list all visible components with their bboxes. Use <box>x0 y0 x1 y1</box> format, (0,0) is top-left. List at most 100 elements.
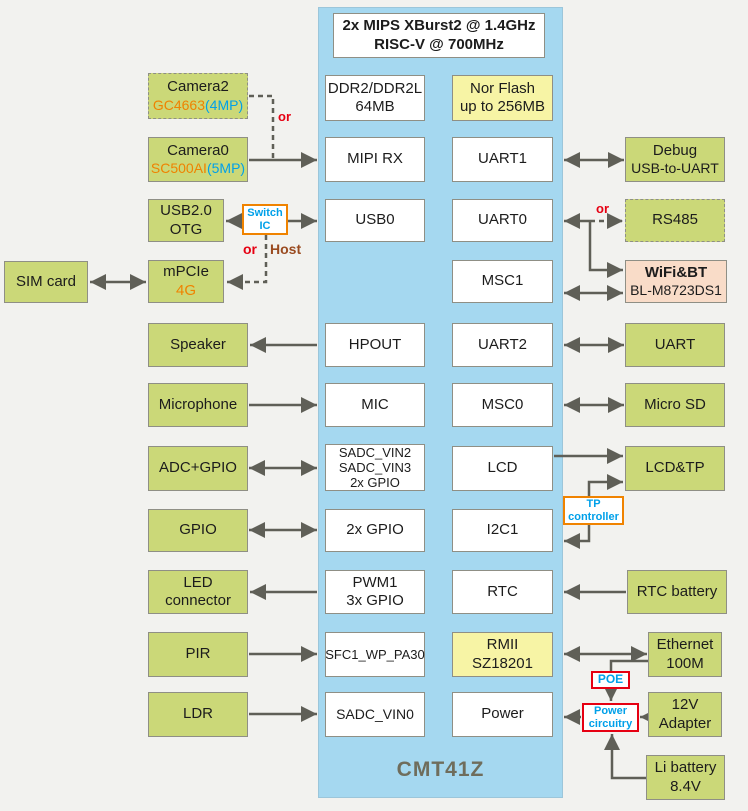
gpio-label: GPIO <box>179 521 217 539</box>
i2c1-label: I2C1 <box>486 521 519 539</box>
poe-text: POE <box>597 672 624 687</box>
box-usb0: USB0 <box>325 199 425 242</box>
li-battery-line2: 8.4V <box>670 777 701 795</box>
camera2-chip: GC4663 <box>152 96 206 113</box>
adapter-line2: Adapter <box>658 714 712 732</box>
box-mpcie: mPCIe 4G <box>148 260 224 303</box>
power-circuitry-line2: circuitry <box>588 717 633 730</box>
label-tp-controller: TP controller <box>563 496 624 525</box>
lcd-tp-label: LCD&TP <box>645 459 705 477</box>
box-ldr: LDR <box>148 692 248 737</box>
power-label: Power <box>481 705 524 723</box>
label-poe: POE <box>591 671 630 689</box>
debug-line2: USB-to-UART <box>631 160 719 177</box>
box-usb-otg: USB2.0 OTG <box>148 199 224 242</box>
switch-ic-line1: Switch <box>247 207 283 220</box>
box-camera2: Camera2 GC4663(4MP) <box>148 73 248 119</box>
box-power: Power <box>452 692 553 737</box>
box-msc1: MSC1 <box>452 260 553 303</box>
tp-line1: TP <box>586 498 601 511</box>
debug-line1: Debug <box>652 141 698 159</box>
power-circuitry-line1: Power <box>593 705 627 718</box>
ethernet-line1: Ethernet <box>656 636 714 654</box>
box-sadc-vin23: SADC_VIN2 SADC_VIN3 2x GPIO <box>325 444 425 491</box>
box-speaker: Speaker <box>148 323 248 367</box>
sadc-line3: 2x GPIO <box>350 475 400 491</box>
microphone-label: Microphone <box>158 395 238 413</box>
box-cpu: 2x MIPS XBurst2 @ 1.4GHz RISC-V @ 700MHz <box>333 13 545 58</box>
box-camera0: Camera0 SC500AI(5MP) <box>148 137 248 182</box>
box-led-connector: LED connector <box>148 570 248 614</box>
ethernet-line2: 100M <box>666 654 704 672</box>
speaker-label: Speaker <box>170 335 226 353</box>
switch-ic-line2: IC <box>259 219 271 232</box>
msc0-label: MSC0 <box>481 395 524 413</box>
cpu-line1: 2x MIPS XBurst2 @ 1.4GHz <box>342 17 536 35</box>
box-lcd-tp: LCD&TP <box>625 446 725 491</box>
camera2-name: Camera2 <box>167 78 229 96</box>
nor-line2: up to 256MB <box>459 98 546 115</box>
usb-otg-line1: USB2.0 <box>160 202 212 220</box>
box-adc-gpio: ADC+GPIO <box>148 446 248 491</box>
tp-line2: controller <box>568 510 619 523</box>
box-mipi-rx: MIPI RX <box>325 137 425 182</box>
box-uart1: UART1 <box>452 137 553 182</box>
box-rtc-battery: RTC battery <box>627 570 727 614</box>
rtc-battery-label: RTC battery <box>636 582 718 600</box>
mpcie-line1: mPCIe <box>163 263 209 281</box>
box-hpout: HPOUT <box>325 323 425 367</box>
box-ethernet: Ethernet 100M <box>648 632 722 677</box>
box-pwm1: PWM1 3x GPIO <box>325 570 425 614</box>
gpio2x-label: 2x GPIO <box>346 521 404 539</box>
msc1-label: MSC1 <box>481 272 524 290</box>
box-sadc-vin0: SADC_VIN0 <box>325 692 425 737</box>
box-uart-ext: UART <box>625 323 725 367</box>
usb-otg-line2: OTG <box>169 220 203 238</box>
module-name: CMT41Z <box>396 758 485 781</box>
box-ddr: DDR2/DDR2L 64MB <box>325 75 425 121</box>
box-li-battery: Li battery 8.4V <box>646 755 725 800</box>
box-rmii: RMII SZ18201 <box>452 632 553 677</box>
adc-gpio-label: ADC+GPIO <box>159 459 237 477</box>
led-line2: connector <box>165 592 231 609</box>
pwm-line2: 3x GPIO <box>346 592 404 609</box>
box-microphone: Microphone <box>148 383 248 427</box>
camera0-mp: (5MP) <box>206 160 246 177</box>
box-sim-card: SIM card <box>4 261 88 303</box>
box-gpio: GPIO <box>148 509 248 552</box>
camera0-name: Camera0 <box>167 141 229 159</box>
nor-line1: Nor Flash <box>469 79 536 97</box>
micro-sd-label: Micro SD <box>644 395 706 413</box>
pir-label: PIR <box>185 645 211 663</box>
box-lcd: LCD <box>452 446 553 491</box>
wifi-line1: WiFi&BT <box>644 263 708 281</box>
ldr-label: LDR <box>182 705 213 723</box>
sadc-line2: SADC_VIN3 <box>338 459 412 475</box>
box-msc0: MSC0 <box>452 383 553 427</box>
mpcie-line2: 4G <box>175 281 196 299</box>
hpout-label: HPOUT <box>348 335 402 353</box>
or-camera-text: or <box>278 109 291 124</box>
lcd-label: LCD <box>487 459 518 477</box>
sim-card-label: SIM card <box>15 272 76 290</box>
camera2-detail: GC4663(4MP) <box>153 97 243 114</box>
or-usb-text: or <box>243 241 257 257</box>
rmii-line1: RMII <box>486 636 519 654</box>
sfc1-label: SFC1_WP_PA30 <box>325 646 425 662</box>
box-uart0: UART0 <box>452 199 553 242</box>
box-nor-flash: Nor Flash up to 256MB <box>452 75 553 121</box>
box-2x-gpio: 2x GPIO <box>325 509 425 552</box>
ddr-line2: 64MB <box>355 98 395 115</box>
box-micro-sd: Micro SD <box>625 383 725 427</box>
box-sfc1: SFC1_WP_PA30 <box>325 632 425 677</box>
mipi-rx-label: MIPI RX <box>347 150 403 168</box>
box-12v-adapter: 12V Adapter <box>648 692 722 737</box>
sadc-vin0-label: SADC_VIN0 <box>336 705 414 722</box>
label-power-circuitry: Power circuitry <box>582 703 639 732</box>
adapter-line1: 12V <box>671 696 699 714</box>
rmii-line2: SZ18201 <box>472 654 533 672</box>
wifi-line2: BL-M8723DS1 <box>630 282 722 299</box>
label-switch-ic: Switch IC <box>242 204 288 235</box>
sadc-line1: SADC_VIN2 <box>338 444 412 460</box>
box-mic: MIC <box>325 383 425 427</box>
